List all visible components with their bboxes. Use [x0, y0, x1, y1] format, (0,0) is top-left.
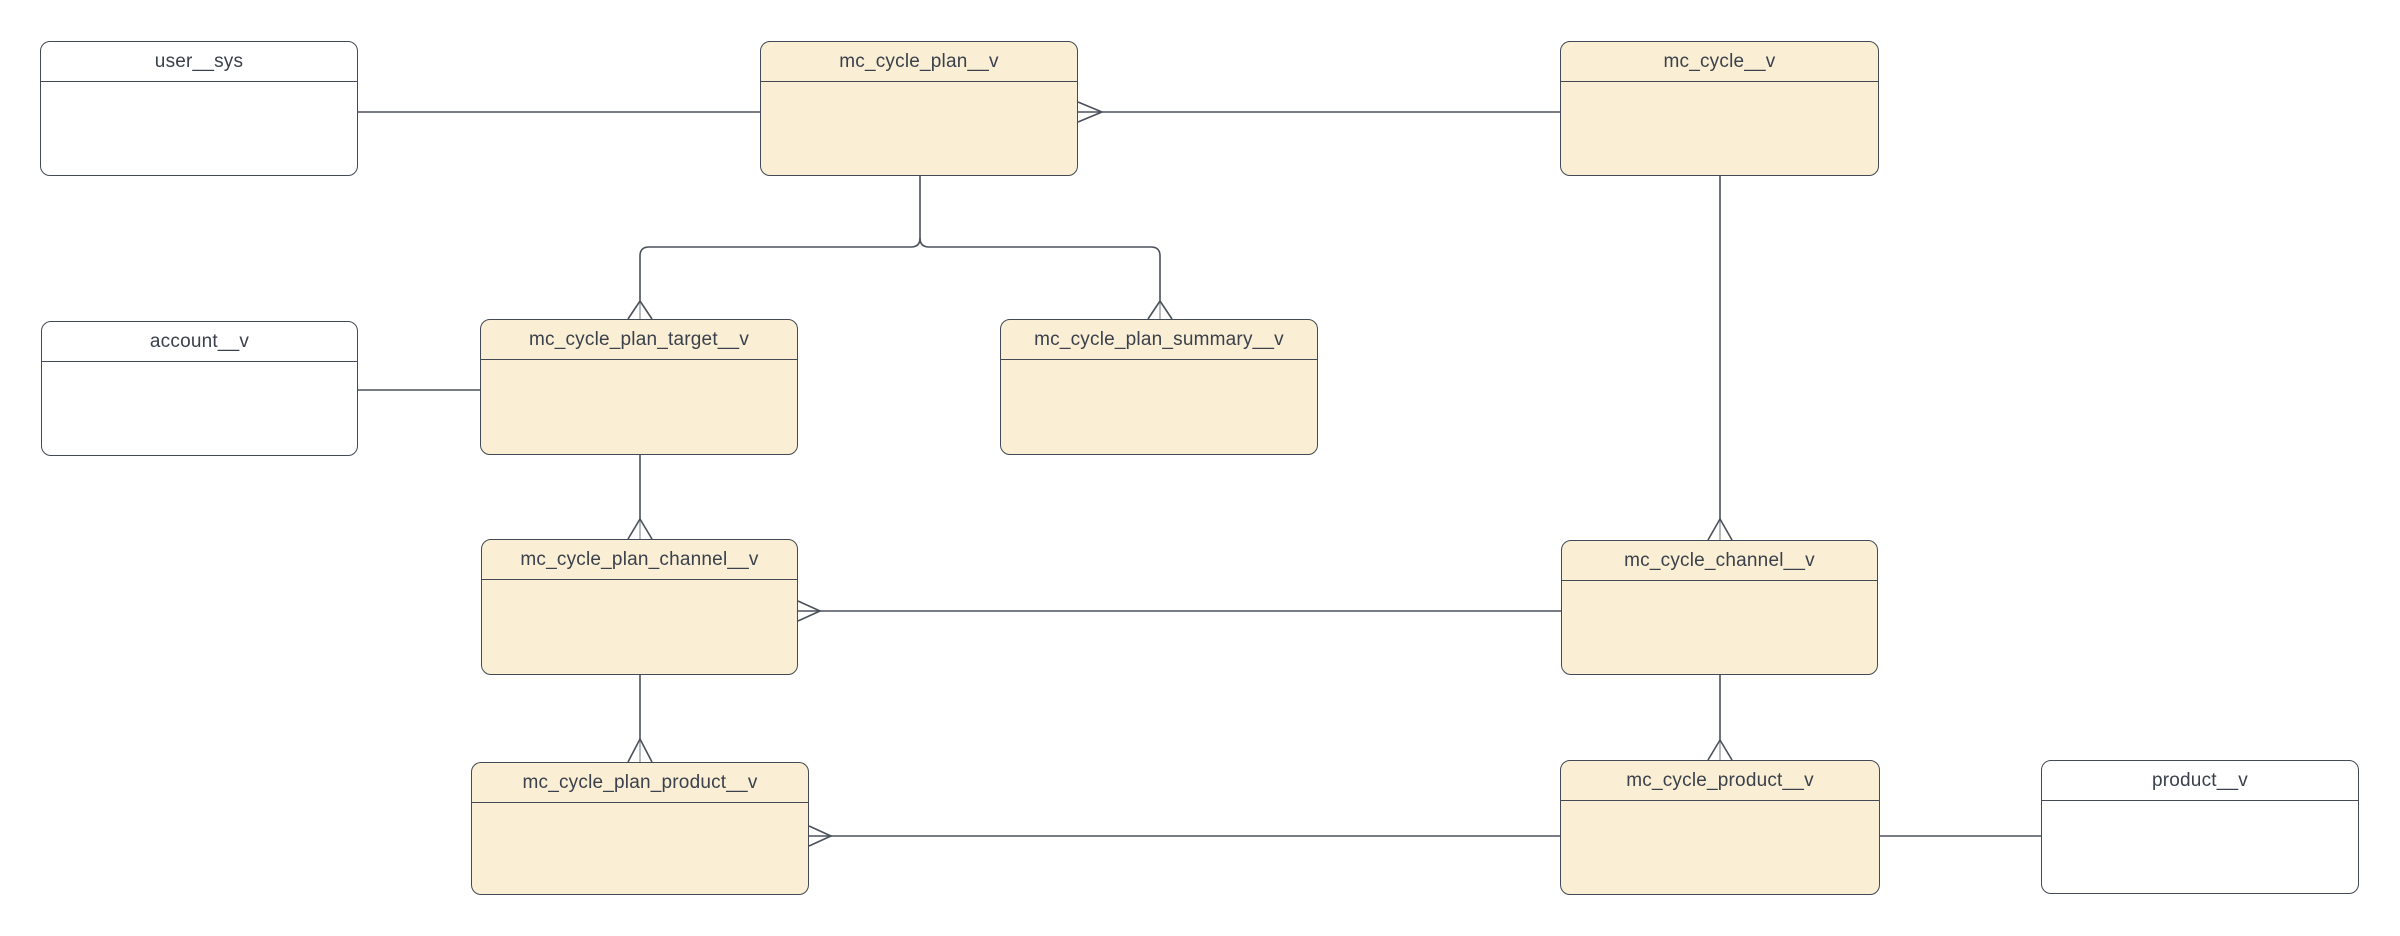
entity-body-product — [2042, 801, 2358, 892]
entity-body-mc-cycle-plan — [761, 82, 1077, 174]
entity-title-account: account__v — [42, 322, 357, 362]
entity-mc-cycle-plan-summary[interactable]: mc_cycle_plan_summary__v — [1000, 319, 1318, 455]
entity-title-mc-cycle-plan-summary: mc_cycle_plan_summary__v — [1001, 320, 1317, 360]
entity-title-mc-cycle-plan-channel: mc_cycle_plan_channel__v — [482, 540, 797, 580]
entity-body-mc-cycle-plan-summary — [1001, 360, 1317, 453]
entity-mc-cycle[interactable]: mc_cycle__v — [1560, 41, 1879, 176]
entity-mc-cycle-product[interactable]: mc_cycle_product__v — [1560, 760, 1880, 895]
connector-mc-cycle-plan-to-summary — [919, 237, 1161, 301]
entity-user-sys[interactable]: user__sys — [40, 41, 358, 176]
entity-account[interactable]: account__v — [41, 321, 358, 456]
crows-foot-marker-plan-product-top — [627, 737, 653, 763]
crows-foot-marker-plan-channel-top — [627, 517, 653, 540]
open-arrow-marker-plan-channel-right — [797, 600, 822, 622]
entity-body-mc-cycle-channel — [1562, 581, 1877, 673]
entity-body-mc-cycle-plan-target — [481, 360, 797, 453]
crows-foot-marker-cycle-channel-top — [1707, 517, 1733, 541]
crows-foot-marker-summary-top — [1147, 299, 1173, 320]
entity-body-account — [42, 362, 357, 454]
entity-title-mc-cycle-product: mc_cycle_product__v — [1561, 761, 1879, 801]
entity-title-mc-cycle: mc_cycle__v — [1561, 42, 1878, 82]
connector-mc-cycle-plan-to-target — [639, 176, 921, 301]
entity-title-mc-cycle-plan: mc_cycle_plan__v — [761, 42, 1077, 82]
crows-foot-marker-target-top — [627, 299, 653, 320]
entity-mc-cycle-plan-channel[interactable]: mc_cycle_plan_channel__v — [481, 539, 798, 675]
entity-body-mc-cycle-plan-product — [472, 803, 808, 893]
entity-mc-cycle-channel[interactable]: mc_cycle_channel__v — [1561, 540, 1878, 675]
entity-title-user-sys: user__sys — [41, 42, 357, 82]
crows-foot-marker-cycle-product-top — [1707, 738, 1733, 761]
entity-body-mc-cycle-plan-channel — [482, 580, 797, 673]
entity-title-mc-cycle-plan-product: mc_cycle_plan_product__v — [472, 763, 808, 803]
entity-mc-cycle-plan[interactable]: mc_cycle_plan__v — [760, 41, 1078, 176]
entity-body-user-sys — [41, 82, 357, 174]
entity-mc-cycle-plan-product[interactable]: mc_cycle_plan_product__v — [471, 762, 809, 895]
open-arrow-marker-mc-cycle-plan-right — [1077, 101, 1105, 123]
entity-body-mc-cycle-product — [1561, 801, 1879, 893]
entity-product[interactable]: product__v — [2041, 760, 2359, 894]
entity-title-mc-cycle-plan-target: mc_cycle_plan_target__v — [481, 320, 797, 360]
entity-title-product: product__v — [2042, 761, 2358, 801]
entity-mc-cycle-plan-target[interactable]: mc_cycle_plan_target__v — [480, 319, 798, 455]
open-arrow-marker-plan-product-right — [808, 825, 833, 847]
entity-body-mc-cycle — [1561, 82, 1878, 174]
entity-title-mc-cycle-channel: mc_cycle_channel__v — [1562, 541, 1877, 581]
